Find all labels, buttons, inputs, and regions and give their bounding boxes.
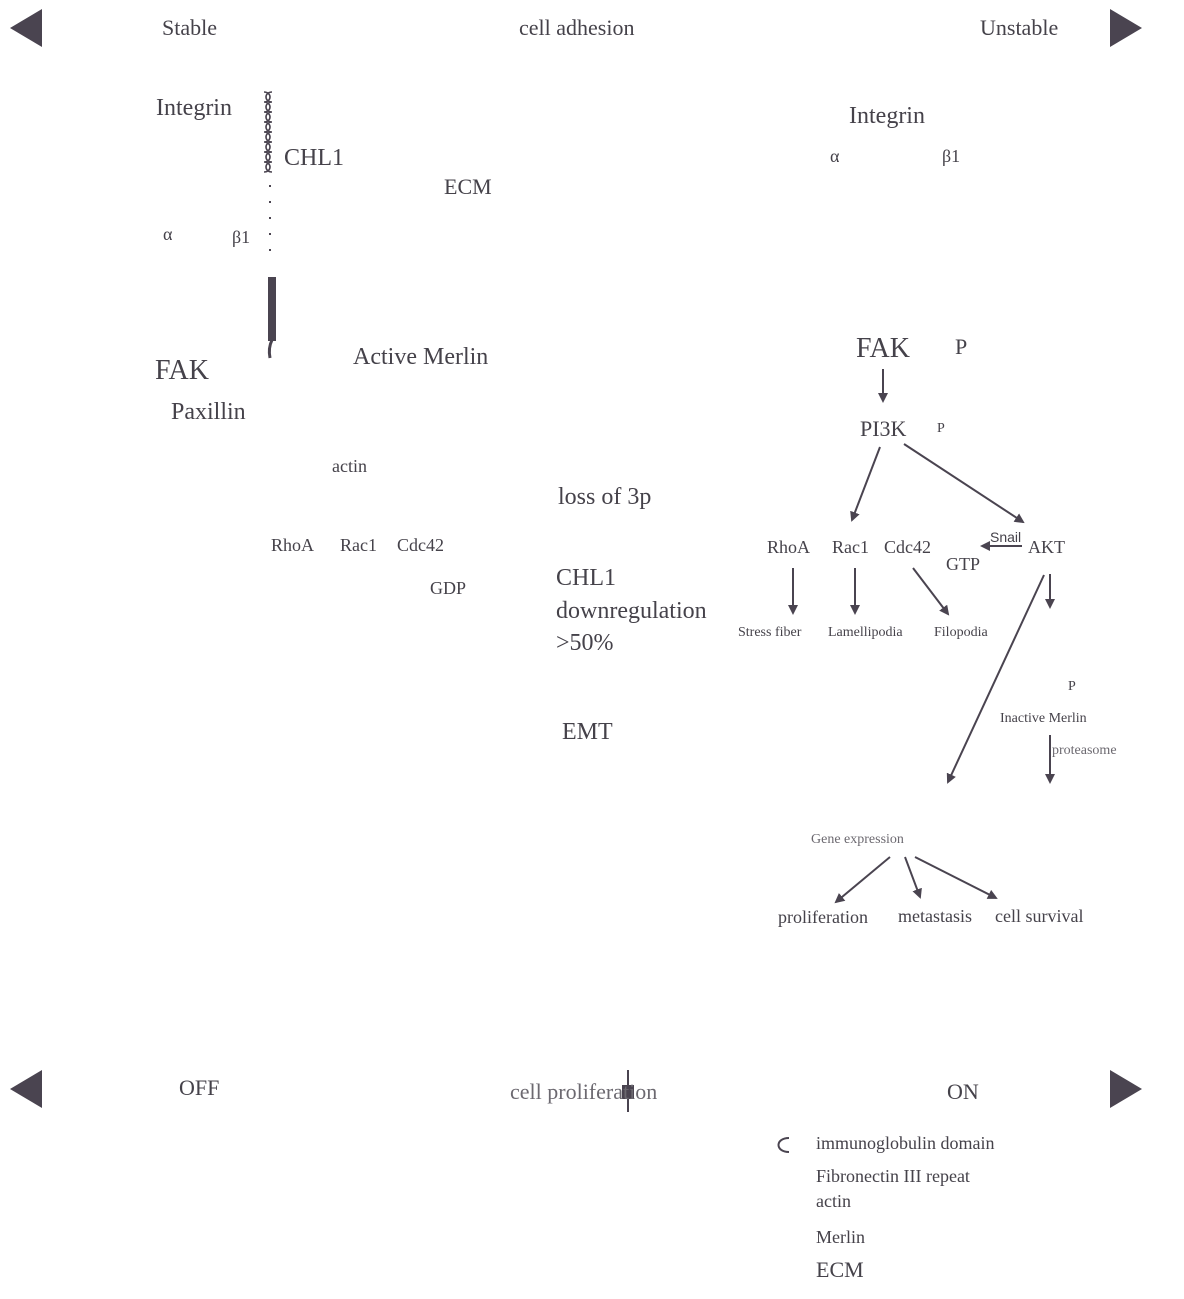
inactive-merlin-label: Inactive Merlin	[1000, 711, 1087, 726]
cell-adhesion-label: cell adhesion	[519, 15, 635, 40]
left-actin-label: actin	[332, 456, 367, 476]
left-rac1-label: Rac1	[340, 535, 377, 555]
left-cdc42-label: Cdc42	[397, 535, 444, 555]
chl1-transmembrane-bar	[268, 277, 276, 341]
active-merlin-label: Active Merlin	[353, 344, 489, 370]
arrow-cdc42-to-filopodia	[912, 567, 950, 616]
right-rhoa-label: RhoA	[767, 537, 811, 557]
chl1-downregulation-line2: downregulation	[556, 598, 707, 624]
chl1-downregulation-line1: CHL1	[556, 565, 616, 591]
top-right-triangle-icon	[1110, 9, 1142, 47]
legend-ig-loop-icon	[777, 1137, 790, 1153]
right-cdc42-label: Cdc42	[884, 537, 931, 557]
loss-of-3p-label: loss of 3p	[558, 484, 652, 510]
legend-fibronectin-label: Fibronectin III repeat	[816, 1166, 970, 1186]
right-alpha-label: α	[830, 146, 840, 166]
unstable-label: Unstable	[980, 15, 1059, 40]
legend-ecm-label: ECM	[816, 1257, 864, 1282]
paxillin-label: Paxillin	[171, 399, 246, 425]
left-rhoa-label: RhoA	[271, 535, 315, 555]
left-ecm-label: ECM	[444, 174, 492, 199]
chl1-downregulation-line3: >50%	[556, 630, 614, 656]
right-rac1-label: Rac1	[832, 537, 869, 557]
snail-label: Snail	[990, 529, 1022, 545]
gene-expression-label: Gene expression	[811, 832, 904, 847]
filopodia-label: Filopodia	[934, 625, 988, 640]
akt-label: AKT	[1028, 537, 1065, 557]
gdp-label: GDP	[430, 578, 467, 598]
proliferation-label: proliferation	[778, 907, 868, 927]
stable-label: Stable	[162, 15, 217, 40]
cell-survival-label: cell survival	[995, 906, 1084, 926]
lamellipodia-label: Lamellipodia	[828, 625, 903, 640]
legend-immunoglobulin-label: immunoglobulin domain	[816, 1133, 995, 1153]
arrow-pi3k-to-akt	[903, 443, 1025, 524]
bottom-right-triangle-icon	[1110, 1070, 1142, 1108]
proliferation-marker-box	[622, 1085, 634, 1099]
legend-actin-label: actin	[816, 1191, 851, 1211]
fak-phospho-label: P	[955, 334, 968, 359]
stress-fiber-label: Stress fiber	[738, 625, 802, 640]
metastasis-label: metastasis	[898, 906, 972, 926]
proteasome-label: proteasome	[1052, 743, 1117, 758]
arrow-akt-to-gene-expression	[946, 574, 1045, 784]
gtp-label: GTP	[946, 554, 981, 574]
left-alpha-label: α	[163, 224, 173, 244]
chl1-ig-domains-icon	[263, 91, 271, 173]
right-beta1-label: β1	[942, 146, 961, 166]
on-label: ON	[947, 1079, 979, 1104]
legend-merlin-label: Merlin	[816, 1227, 865, 1247]
left-beta1-label: β1	[232, 227, 251, 247]
arrow-gene-to-cell-survival	[914, 856, 998, 899]
arrow-gene-to-proliferation	[834, 856, 891, 904]
left-fak-label: FAK	[155, 355, 209, 386]
off-label: OFF	[179, 1075, 220, 1100]
arrow-gene-to-metastasis	[904, 856, 922, 899]
pi3k-label: PI3K	[860, 416, 907, 441]
merlin-phospho-label: P	[1068, 679, 1076, 694]
top-left-triangle-icon	[10, 9, 42, 47]
right-fak-label: FAK	[856, 333, 910, 364]
arrow-pi3k-to-rho	[850, 446, 881, 522]
pi3k-phospho-label: P	[937, 421, 945, 436]
chl1-tail-icon	[267, 339, 274, 359]
left-chl1-label: CHL1	[284, 145, 344, 171]
bottom-left-triangle-icon	[10, 1070, 42, 1108]
chl1-ig-domains-right-icon	[265, 91, 273, 173]
emt-label: EMT	[562, 719, 613, 745]
right-integrin-label: Integrin	[849, 103, 925, 129]
cell-proliferation-label: cell proliferation	[510, 1079, 658, 1104]
left-integrin-label: Integrin	[156, 95, 232, 121]
